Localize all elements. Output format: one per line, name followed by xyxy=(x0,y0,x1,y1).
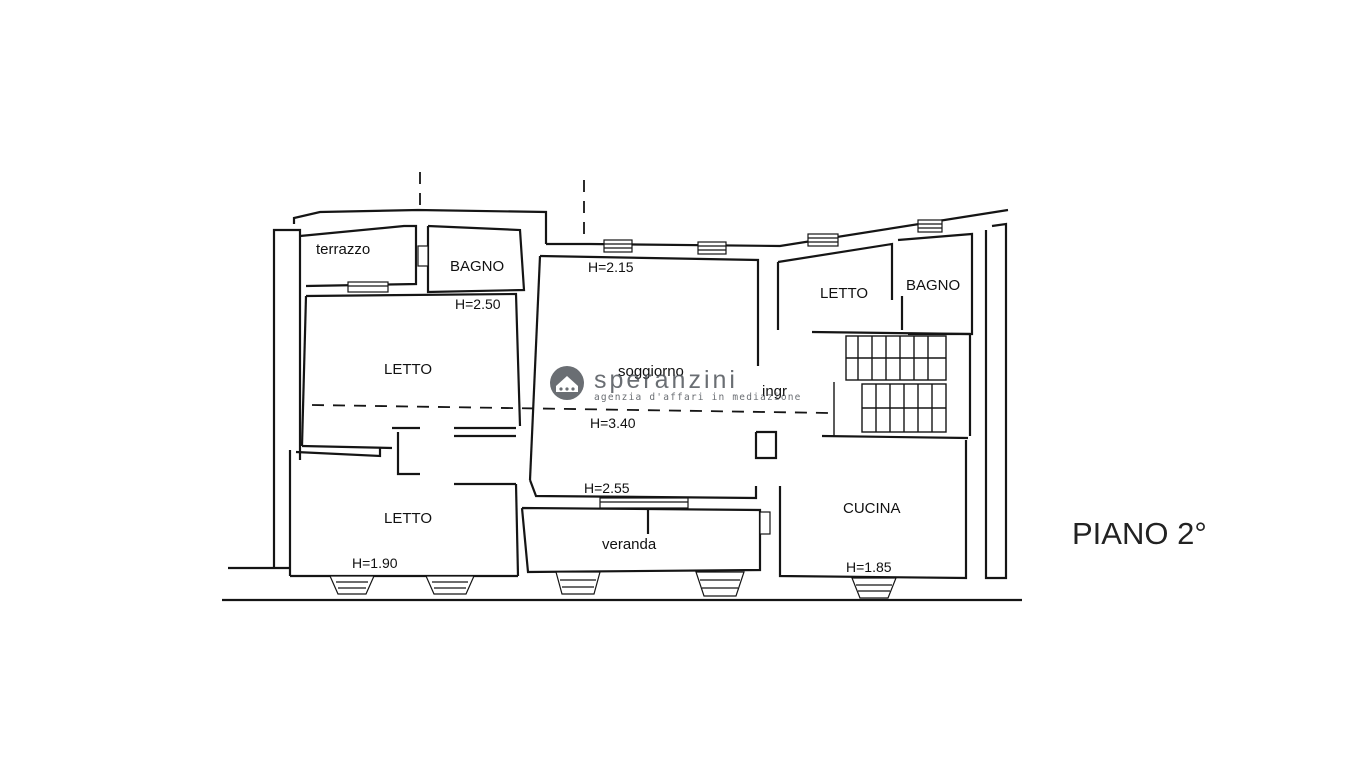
height-label-2-15: H=2.15 xyxy=(588,259,634,275)
window-top-1 xyxy=(603,239,633,253)
window-cucina-side xyxy=(759,511,771,535)
letto-bottom-left-top xyxy=(295,448,382,458)
height-label-2-55: H=2.55 xyxy=(584,480,630,496)
walls xyxy=(222,208,1022,602)
room-label-ingresso: ingr xyxy=(762,383,787,400)
window-bottom-3 xyxy=(555,571,601,595)
room-label-letto-top-left: LETTO xyxy=(384,361,432,378)
section-lines xyxy=(311,172,831,414)
height-label-2-50: H=2.50 xyxy=(455,296,501,312)
veranda-walls xyxy=(520,506,762,574)
room-label-soggiorno: soggiorno xyxy=(618,363,684,380)
watermark-tagline: agenzia d'affari in mediazione xyxy=(594,392,802,403)
speranzini-watermark: speranzini agenzia d'affari in mediazion… xyxy=(550,366,802,403)
left-outer-wall xyxy=(272,228,302,568)
window-top-2 xyxy=(697,241,727,255)
soggiorno-top-east xyxy=(539,254,760,366)
window-bottom-5 xyxy=(851,577,897,599)
window-bottom-2 xyxy=(425,575,475,595)
room-label-bagno-left: BAGNO xyxy=(450,258,504,275)
height-label-3-40: H=3.40 xyxy=(590,415,636,431)
windows xyxy=(329,219,943,599)
room-label-bagno-right: BAGNO xyxy=(906,277,960,294)
room-label-cucina: CUCINA xyxy=(843,500,901,517)
staircase xyxy=(833,335,947,436)
room-label-letto-bottom-left: LETTO xyxy=(384,510,432,527)
house-icon xyxy=(550,366,584,400)
stair-top xyxy=(811,330,971,336)
window-top-4 xyxy=(917,219,943,233)
bagno-left-walls xyxy=(426,224,526,294)
room-label-letto-right: LETTO xyxy=(820,285,868,302)
window-terrazzo xyxy=(347,281,389,293)
ingresso-pillar xyxy=(754,430,778,460)
top-left-outer-wall xyxy=(292,208,548,244)
soggiorno-south xyxy=(528,479,758,500)
floor-label: PIANO 2° xyxy=(1072,516,1207,551)
height-label-1-85: H=1.85 xyxy=(846,559,892,575)
letto-top-left-walls xyxy=(305,292,522,427)
cucina-walls xyxy=(778,440,968,580)
closet-inner xyxy=(396,432,420,476)
stair-bottom xyxy=(821,434,969,440)
soggiorno-west xyxy=(528,255,542,481)
letto-right-top xyxy=(777,242,894,300)
letto-top-left-west xyxy=(300,295,308,447)
letto-bottom-left-east xyxy=(514,483,520,577)
letto-divider-left xyxy=(301,444,393,450)
right-outer-wall xyxy=(984,222,1008,580)
window-veranda-top xyxy=(599,497,689,509)
watermark-name: speranzini xyxy=(594,366,738,394)
window-bottom-1 xyxy=(329,575,375,595)
room-label-veranda: veranda xyxy=(602,536,657,553)
window-top-3 xyxy=(807,233,839,247)
window-bottom-4 xyxy=(695,571,745,597)
room-label-terrazzo: terrazzo xyxy=(316,241,370,258)
window-bagno-left xyxy=(417,245,429,267)
top-wall-middle-right xyxy=(546,208,1009,248)
section-line-horizontal xyxy=(311,404,831,414)
height-label-1-90: H=1.90 xyxy=(352,555,398,571)
